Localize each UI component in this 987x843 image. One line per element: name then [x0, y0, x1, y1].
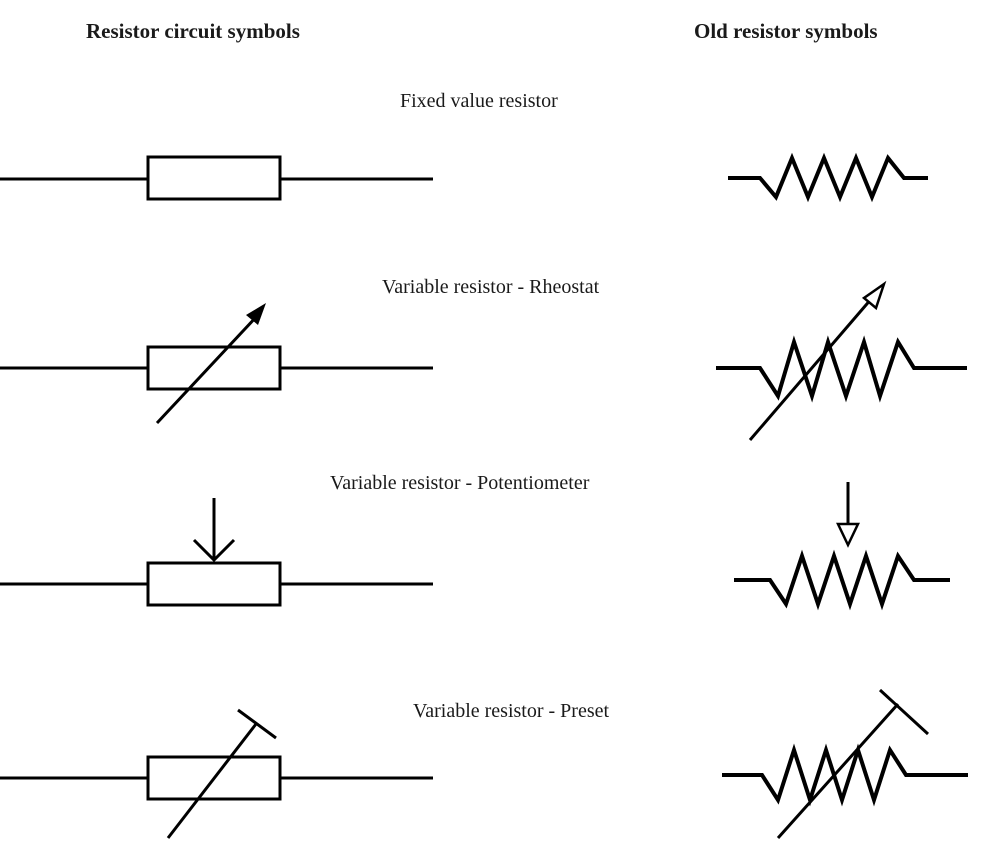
rheostat-symbol — [0, 303, 433, 425]
fixed-resistor-symbol — [0, 155, 433, 201]
preset-resistor-symbol — [0, 708, 433, 839]
old-rheostat-symbol — [716, 280, 967, 441]
old-potentiometer-symbol — [734, 482, 950, 611]
old-fixed-resistor-symbol — [728, 152, 928, 203]
potentiometer-symbol — [0, 498, 433, 607]
label-fixed-value-resistor: Fixed value resistor — [400, 90, 558, 112]
old-preset-resistor-symbol — [722, 688, 968, 840]
heading-resistor-circuit-symbols: Resistor circuit symbols — [86, 19, 300, 43]
label-variable-resistor-potentiometer: Variable resistor - Potentiometer — [330, 472, 590, 494]
label-variable-resistor-preset: Variable resistor - Preset — [413, 700, 610, 722]
heading-old-resistor-symbols: Old resistor symbols — [694, 19, 878, 43]
label-variable-resistor-rheostat: Variable resistor - Rheostat — [382, 276, 600, 298]
